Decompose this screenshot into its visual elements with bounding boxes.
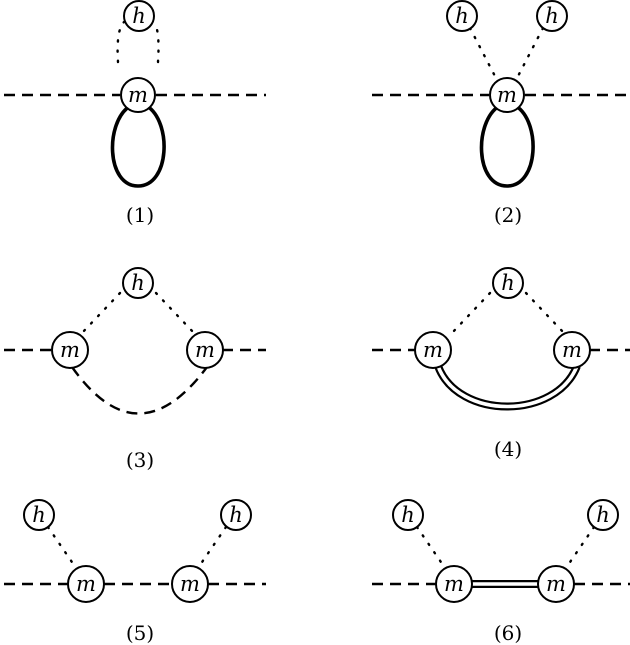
vertex-h [122,267,154,299]
vertex-h-right [536,0,568,32]
vertex-m-right-label: m [180,572,200,596]
vertex-m-right-label: m [546,572,566,596]
vertex-h-left [392,499,424,531]
caption: (2) [494,203,522,227]
vertex-h-left-label: h [32,503,46,527]
vertex-h-right-label: h [596,503,610,527]
dotted-line-left [468,26,499,82]
dotted-line-right [196,525,228,570]
vertex-m-left [414,331,452,369]
dotted-line-left [415,525,447,570]
caption: (5) [126,621,154,645]
vertex-h-label: h [501,271,515,295]
vertex-h-left-label: h [455,4,469,28]
vertex-h-left-label: h [401,503,415,527]
vertex-m-left [51,331,89,369]
vertex-m-right [186,331,224,369]
dotted-line-left [450,291,492,335]
diagram-5: m m h h (5) [4,499,266,645]
vertex-h [492,267,524,299]
diagram-6: m m h h (6) [372,499,630,645]
caption: (3) [126,448,154,472]
diagram-4: m m h (4) [372,267,630,461]
double-line-arc-outer [434,364,581,411]
diagram-2: m h h (2) [372,0,630,227]
dotted-line-left [116,20,126,64]
vertex-m-right [537,565,575,603]
vertex-m-right-label: m [195,338,215,362]
vertex-h-right [587,499,619,531]
vertex-h-right-label: h [545,4,559,28]
caption: (1) [126,203,154,227]
diagram-3: m m h (3) [4,267,266,472]
vertex-m-left [435,565,473,603]
vertex-h-left [23,499,55,531]
vertex-m [120,77,156,113]
dotted-line-right [154,291,196,335]
vertex-m-left-label: m [76,572,96,596]
vertex-h [123,0,155,32]
caption: (6) [494,621,522,645]
vertex-m-right [171,565,209,603]
vertex-m-left-label: m [444,572,464,596]
double-line-arc-inner [436,365,579,409]
vertex-h-label: h [132,4,146,28]
caption: (4) [494,437,522,461]
vertex-h-right-label: h [229,503,243,527]
solid-loop [479,104,535,188]
dotted-line-right [152,20,160,64]
diagram-1: m h (1) [4,0,266,227]
dotted-line-right [524,291,566,335]
vertex-h-left [446,0,478,32]
vertex-m-left-label: m [423,338,443,362]
vertex-m-right [553,331,591,369]
dotted-line-left [46,525,78,570]
vertex-h-label: h [131,271,145,295]
vertex-m-label: m [128,83,148,107]
dotted-line-right [564,525,596,570]
solid-loop [110,104,166,188]
dotted-line-right [514,26,545,82]
vertex-m [489,77,525,113]
dotted-line-left [80,291,122,335]
vertex-m-label: m [497,83,517,107]
vertex-m-left [67,565,105,603]
vertex-m-left-label: m [60,338,80,362]
vertex-h-right [220,499,252,531]
vertex-m-right-label: m [562,338,582,362]
dashed-arc [71,366,208,415]
